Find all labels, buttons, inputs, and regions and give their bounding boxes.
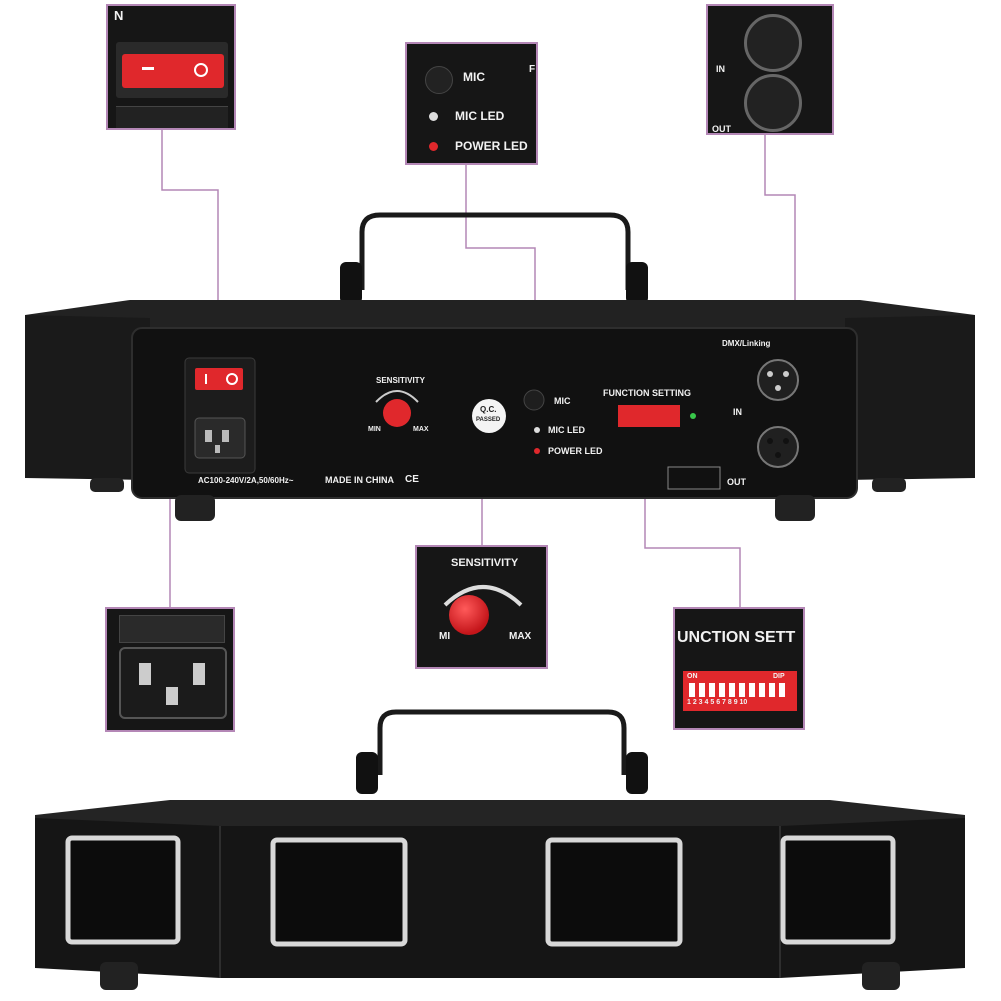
- panel-mic-led-label: MIC LED: [548, 425, 585, 435]
- inset-function: UNCTION SETT ON DIP 1 2 3 4 5 6 7 8 9 10: [673, 607, 805, 730]
- left-wing: [25, 315, 150, 480]
- panel-dmx-label: DMX/Linking: [722, 339, 771, 348]
- inset-xlr-in: [744, 14, 802, 72]
- top-knob-left: [340, 262, 362, 304]
- panel-function-setting-label: FUNCTION SETTING: [603, 388, 691, 398]
- panel-power-led-label: POWER LED: [548, 446, 603, 456]
- inset-sensitivity-title: SENSITIVITY: [451, 557, 519, 569]
- panel-mic-led: [534, 427, 540, 433]
- inset-sensitivity-arc: [443, 585, 523, 607]
- panel-dip-switch: [618, 405, 680, 427]
- inset-power-led-label: POWER LED: [455, 139, 528, 153]
- inset-function-title: UNCTION SETT: [677, 629, 796, 646]
- inset-rocker-switch: [122, 54, 224, 88]
- bottom-knob-left: [356, 752, 378, 794]
- inset-min-label: MI: [439, 631, 451, 642]
- foot-3: [775, 495, 815, 521]
- inset-xlr-out: [744, 74, 802, 132]
- inset-mic-led-label: MIC LED: [455, 109, 505, 123]
- inset-mic-hole: [425, 66, 453, 94]
- inset-power-switch-label: N: [114, 8, 124, 23]
- panel-mic-label: MIC: [554, 396, 571, 406]
- front-body: [35, 818, 965, 978]
- inset-dmx: IN OUT: [706, 4, 834, 135]
- function-led: [690, 413, 696, 419]
- panel-power-socket: [194, 417, 246, 459]
- callout-line-power-switch: [161, 130, 219, 360]
- panel-power-led: [534, 448, 540, 454]
- top-deck: [25, 300, 975, 335]
- panel-xlr-in: [757, 359, 799, 401]
- top-handle: [359, 212, 631, 290]
- laser-window-1: [65, 835, 181, 945]
- panel-xlr-out: [757, 426, 799, 468]
- foot-2: [175, 495, 215, 521]
- info-box: [667, 466, 721, 490]
- inset-power-switch: N: [106, 4, 236, 130]
- panel-made-in-label: MADE IN CHINA: [325, 475, 394, 485]
- inset-mic-label: MIC: [463, 70, 485, 84]
- inset-pin-right: [193, 663, 205, 685]
- laser-window-3: [545, 837, 683, 947]
- inset-side-letter: F: [529, 64, 536, 75]
- inset-dip-switch: ON DIP 1 2 3 4 5 6 7 8 9 10: [683, 671, 797, 711]
- inset-max-label: MAX: [509, 631, 532, 642]
- inset-mic: MIC F MIC LED POWER LED: [405, 42, 538, 165]
- panel-out-label: OUT: [727, 477, 746, 487]
- panel-sensitivity-label: SENSITIVITY: [376, 376, 425, 385]
- inset-dip-numbers: 1 2 3 4 5 6 7 8 9 10: [687, 699, 748, 706]
- inset-power-socket: [105, 607, 235, 732]
- inset-sensitivity: SENSITIVITY MI MAX: [415, 545, 548, 669]
- inset-pin-left: [139, 663, 151, 685]
- laser-window-2: [270, 837, 408, 947]
- top-knob-right: [626, 262, 648, 304]
- inset-sensitivity-knob: [449, 595, 489, 635]
- qc-sticker: [472, 399, 506, 433]
- panel-rating-label: AC100-240V/2A,50/60Hz~: [198, 476, 294, 485]
- inset-dip-on-label: ON: [687, 673, 698, 680]
- panel-min-label: MIN: [368, 426, 381, 433]
- callout-line-dmx: [764, 135, 796, 355]
- inset-dip-label: DIP: [773, 673, 785, 680]
- qc-label: Q.C.: [480, 405, 497, 414]
- front-foot-left: [100, 962, 138, 990]
- inset-fuse-slot: [116, 106, 228, 128]
- inset-in-label: IN: [716, 64, 725, 74]
- panel-in-label: IN: [733, 407, 742, 417]
- bottom-handle: [377, 709, 627, 775]
- panel-ce-label: CE: [405, 474, 419, 485]
- inset-out-label: OUT: [712, 124, 731, 134]
- inset-pin-ground: [166, 687, 178, 705]
- inset-power-led: [429, 142, 438, 151]
- bottom-knob-right: [626, 752, 648, 794]
- switch-off-icon: [142, 67, 154, 70]
- front-deck: [35, 800, 965, 830]
- panel-sensitivity-knob: [383, 399, 411, 427]
- panel-mic-hole: [523, 389, 545, 411]
- qc-passed-label: PASSED: [476, 417, 501, 423]
- foot-4: [872, 478, 906, 492]
- front-foot-right: [862, 962, 900, 990]
- inset-iec-socket: [119, 647, 227, 719]
- panel-max-label: MAX: [413, 426, 429, 433]
- right-wing: [845, 315, 975, 480]
- laser-window-4: [780, 835, 896, 945]
- foot-1: [90, 478, 124, 492]
- switch-on-icon: [194, 63, 208, 77]
- inset-mic-led: [429, 112, 438, 121]
- inset-fuse-drawer: [119, 615, 225, 643]
